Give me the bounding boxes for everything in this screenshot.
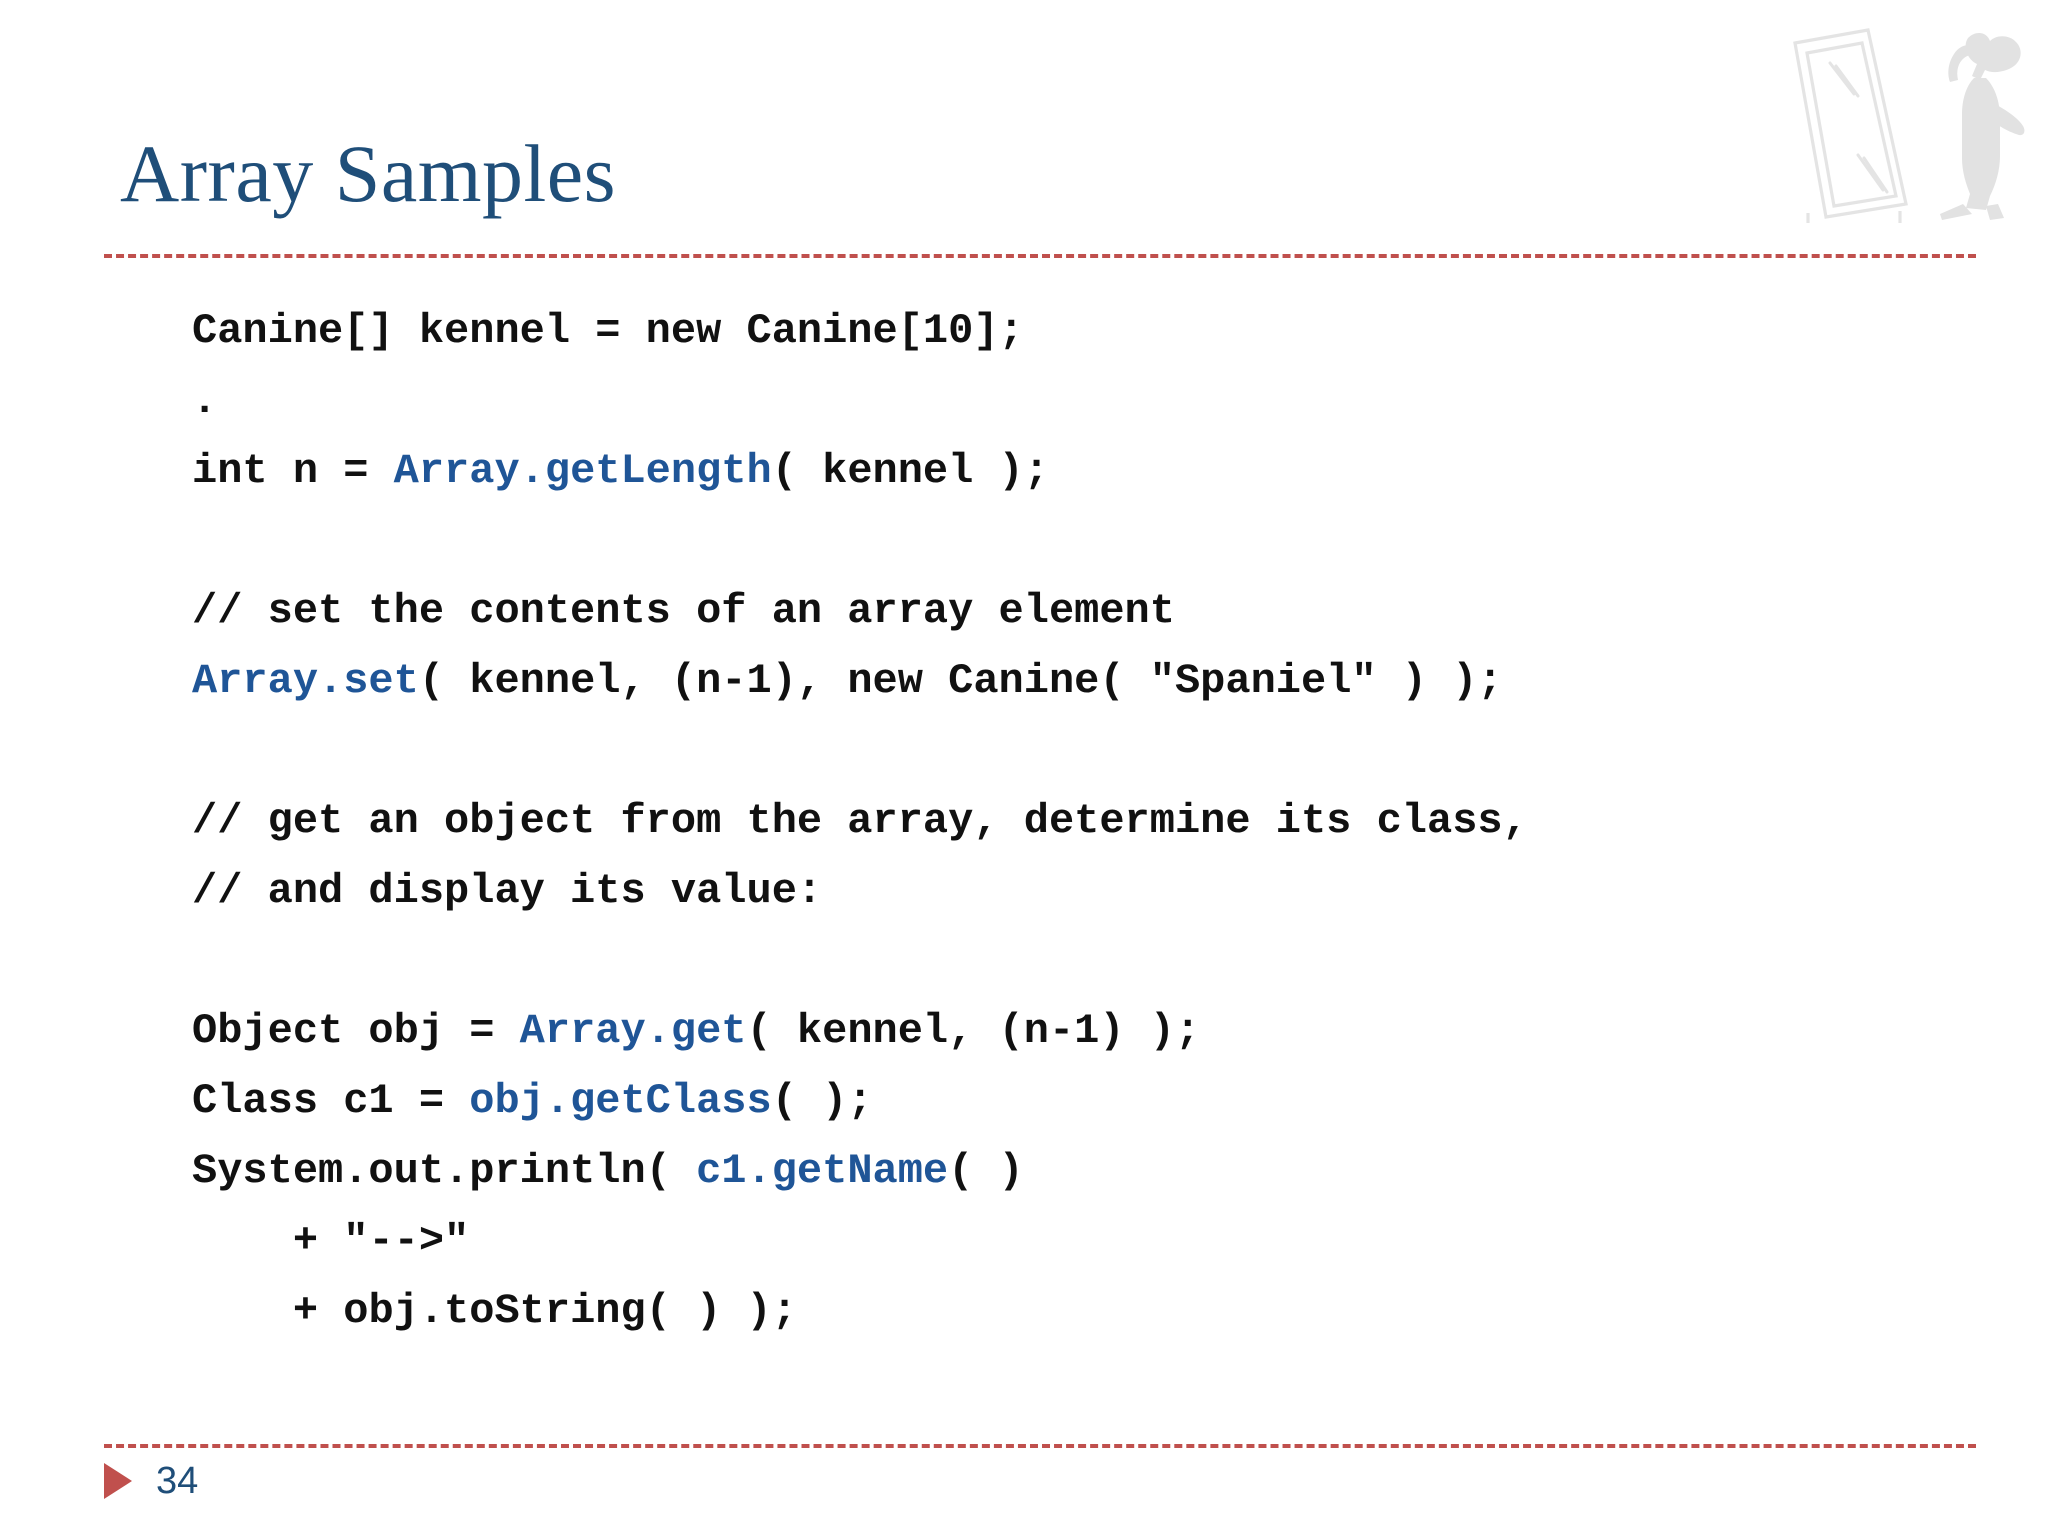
code-block: Canine[] kennel = new Canine[10];. int n … (192, 296, 1988, 1346)
code-line: Array.set( kennel, (n-1), new Canine( "S… (192, 646, 1988, 716)
code-line: Object obj = Array.get( kennel, (n-1) ); (192, 996, 1988, 1066)
code-line: // set the contents of an array element (192, 576, 1988, 646)
person-with-hat-icon (1940, 32, 2025, 220)
code-line: Canine[] kennel = new Canine[10]; (192, 296, 1988, 366)
code-text: ( kennel, (n-1), new Canine( "Spaniel" )… (418, 657, 1503, 705)
code-api-token: c1.getName (696, 1147, 949, 1195)
triangle-marker-icon (104, 1463, 132, 1499)
code-api-token: obj.getClass (469, 1077, 772, 1125)
code-line: + obj.toString( ) ); (192, 1276, 1988, 1346)
code-line: Class c1 = obj.getClass( ); (192, 1066, 1988, 1136)
code-text: . (192, 377, 218, 425)
code-api-token: Array.get (519, 1007, 747, 1055)
code-text: System.out.println( (192, 1147, 697, 1195)
code-text: ( ) (948, 1147, 1024, 1195)
code-line: + "-->" (192, 1206, 1988, 1276)
code-text: Class c1 = (192, 1077, 470, 1125)
mirror-and-person-watermark (1793, 28, 2025, 223)
mirror-icon (1793, 28, 1908, 223)
code-text: // get an object from the array, determi… (192, 797, 1528, 845)
code-api-token: Array.getLength (393, 447, 772, 495)
slide-footer: 34 (104, 1462, 198, 1500)
divider-bottom (104, 1444, 1976, 1448)
code-line: // and display its value: (192, 856, 1988, 926)
code-text: ( kennel ); (771, 447, 1049, 495)
code-line: System.out.println( c1.getName( ) (192, 1136, 1988, 1206)
mirror-shine-icon (1828, 61, 1889, 194)
code-line: int n = Array.getLength( kennel ); (192, 436, 1988, 506)
divider-top (104, 254, 1976, 258)
code-text: + "-->" (292, 1217, 470, 1265)
code-text: ( ); (771, 1077, 873, 1125)
code-line: // get an object from the array, determi… (192, 786, 1988, 856)
code-text: // and display its value: (192, 867, 823, 915)
code-line (192, 716, 1988, 786)
code-api-token: Array.set (192, 657, 419, 705)
page-number: 34 (156, 1460, 199, 1502)
code-line: . (192, 366, 1988, 436)
code-text: // set the contents of an array element (192, 587, 1175, 635)
code-text: int n = (192, 447, 394, 495)
code-line (192, 926, 1988, 996)
code-text: + obj.toString( ) ); (292, 1287, 797, 1335)
page-title: Array Samples (120, 128, 617, 219)
code-line (192, 506, 1988, 576)
code-text: Canine[] kennel = new Canine[10]; (192, 307, 1024, 355)
code-text: Object obj = (192, 1007, 520, 1055)
code-text: ( kennel, (n-1) ); (746, 1007, 1201, 1055)
